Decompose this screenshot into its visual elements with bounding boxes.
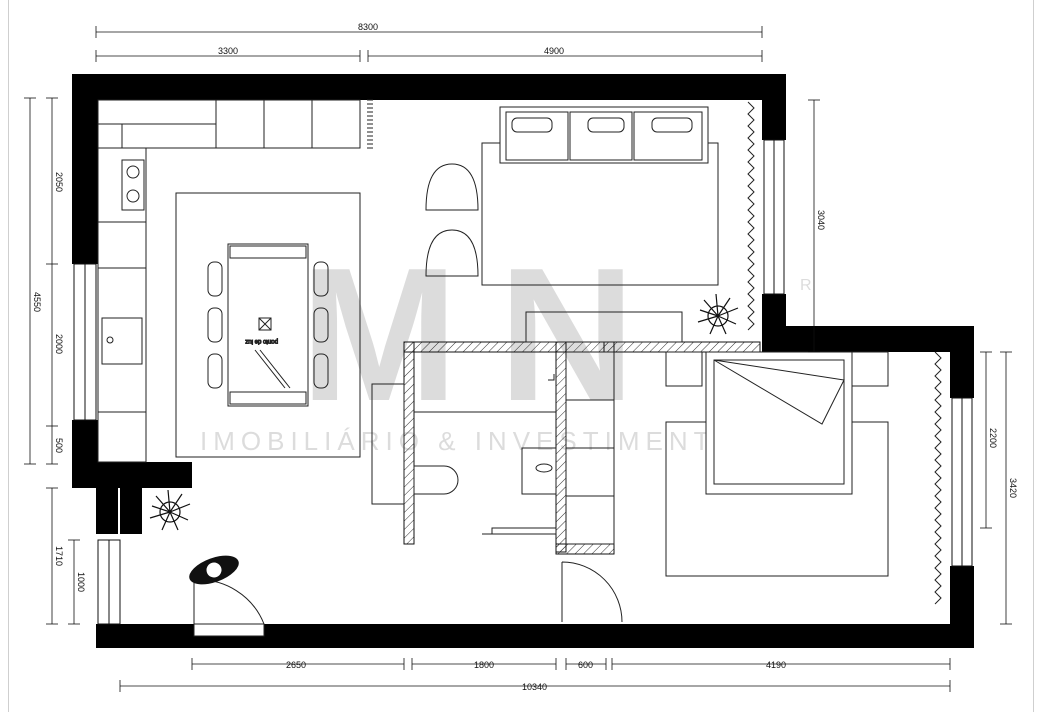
nightstand-right <box>851 351 889 387</box>
wall-bedroom-top <box>762 326 974 352</box>
chair-left-3 <box>207 353 223 389</box>
radiator <box>367 99 373 149</box>
bedroom-door <box>561 561 623 623</box>
page-frame <box>8 0 1034 712</box>
plant-entry-icon <box>149 489 191 531</box>
wall-left-upper <box>72 74 98 264</box>
sink <box>101 317 143 365</box>
cooktop <box>121 159 145 211</box>
wardrobe <box>565 351 615 545</box>
wall-bath-right <box>555 341 567 553</box>
wall-bedroom-right-lower <box>950 566 974 648</box>
sink-drain <box>106 336 114 344</box>
shower-tap <box>548 374 555 381</box>
dim-right-living: 3040 <box>816 210 826 230</box>
wall-bath-bottom <box>555 543 615 555</box>
chair-right-1 <box>313 261 329 297</box>
wall-bath-left <box>403 341 415 545</box>
bed-blanket-fold <box>713 359 845 425</box>
chair-right-2 <box>313 307 329 343</box>
dimension-labels: 8300 3300 4900 4550 2050 2000 500 1710 1… <box>32 22 1018 692</box>
watermark: MN R IMOBILIÁRIO & INVESTIMENTOS <box>200 229 812 456</box>
chair-right-3 <box>313 353 329 389</box>
wall-right-upper <box>762 74 786 140</box>
nightstand-left <box>665 351 703 387</box>
dim-left-entry-door: 1000 <box>76 572 86 592</box>
dim-bottom-seg3: 600 <box>578 660 593 670</box>
burner-2 <box>126 189 140 203</box>
wall-entry-top <box>72 462 192 488</box>
dim-bottom-overall: 10340 <box>522 682 547 692</box>
cushion-1 <box>511 117 553 133</box>
wall-entry-right <box>120 486 142 534</box>
dim-left-entry-total: 1710 <box>54 546 64 566</box>
plant-living-icon <box>697 293 739 335</box>
dim-right-bedroom-total: 3420 <box>1008 478 1018 498</box>
dim-left-lower: 500 <box>54 438 64 453</box>
wall-bedroom-right-upper <box>950 326 974 398</box>
doors <box>193 561 623 637</box>
dim-bottom-seg1: 2650 <box>286 660 306 670</box>
dimension-lines <box>24 26 1012 692</box>
dining-rug <box>175 192 361 458</box>
bath-cabinet <box>371 383 405 505</box>
bathroom <box>371 374 557 535</box>
dim-top-right: 4900 <box>544 46 564 56</box>
sofa <box>499 106 709 164</box>
light-point-icon <box>258 317 272 331</box>
curtains <box>367 99 942 605</box>
dim-top-left: 3300 <box>218 46 238 56</box>
watermark-tagline: IMOBILIÁRIO & INVESTIMENTOS <box>200 426 765 456</box>
living-area <box>425 106 719 343</box>
curtain-bedroom <box>934 351 942 605</box>
armchair-1 <box>425 163 479 211</box>
dim-left-middle: 2000 <box>54 334 64 354</box>
wall-top <box>72 74 786 100</box>
kitchen <box>97 99 361 463</box>
toilet <box>413 465 459 495</box>
watermark-registered: R <box>800 277 812 294</box>
dim-bottom-seg2: 1800 <box>474 660 494 670</box>
bed <box>705 351 853 495</box>
dim-bottom-seg4: 4190 <box>766 660 786 670</box>
chair-left-1 <box>207 261 223 297</box>
cushion-2 <box>587 117 625 133</box>
dining-table <box>227 243 309 407</box>
windows <box>73 139 973 625</box>
bedroom <box>665 351 889 577</box>
dim-left-upper: 2050 <box>54 172 64 192</box>
curtain-living <box>747 101 755 331</box>
person-icon <box>189 555 239 585</box>
light-point-label: ponto de luz <box>245 338 278 344</box>
dim-top-overall: 8300 <box>358 22 378 32</box>
wall-bath-top <box>403 341 761 353</box>
entry-door <box>193 579 265 625</box>
washbasin <box>521 447 557 495</box>
dining-area: ponto de luz <box>175 192 361 458</box>
plants <box>149 293 739 531</box>
burner-1 <box>126 165 140 179</box>
chair-left-2 <box>207 307 223 343</box>
dim-right-bedroom-window: 2200 <box>988 428 998 448</box>
dim-left-overall: 4550 <box>32 292 42 312</box>
cushion-3 <box>651 117 693 133</box>
watermark-brand: MN <box>300 229 675 441</box>
wall-entry-left <box>96 486 118 534</box>
tv-unit <box>525 311 683 343</box>
armchair-2 <box>425 229 479 277</box>
